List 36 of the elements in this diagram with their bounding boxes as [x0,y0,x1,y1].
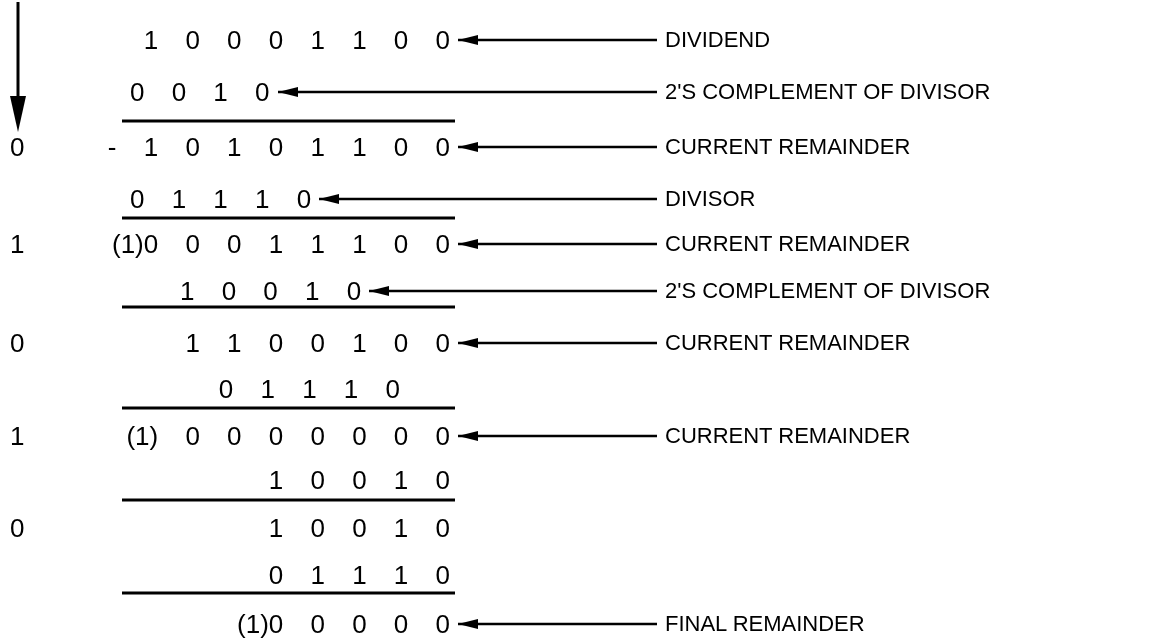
binary-number: 1 0 0 1 0 [268,464,450,497]
step-label: DIVIDEND [665,23,771,57]
step-label: DIVISOR [665,182,756,216]
arrow [369,286,657,296]
arrow [458,239,657,249]
step-label: FINAL REMAINDER [665,607,865,639]
binary-number: (1) 0 0 0 0 0 0 0 [126,422,450,450]
arrow [458,431,657,441]
arrow [458,338,657,348]
step-label: CURRENT REMAINDER [665,419,911,453]
step-label: CURRENT REMAINDER [665,326,911,360]
step-label: CURRENT REMAINDER [665,227,911,261]
binary-number: 0 0 1 0 [130,78,270,106]
step-label: 2'S COMPLEMENT OF DIVISOR [665,75,991,109]
arrow [319,194,657,204]
binary-number: (1)0 0 0 1 1 1 0 0 [111,230,450,258]
binary-number: 0 1 1 1 0 [268,559,450,592]
quotient-digit: 0 [10,512,25,545]
arrow [278,87,657,97]
quotient-digit: 0 [10,327,25,360]
step-label: 2'S COMPLEMENT OF DIVISOR [665,274,991,308]
binary-number: - 1 0 1 0 1 1 0 0 [107,133,450,161]
binary-number: 1 1 0 0 1 0 0 [185,329,450,357]
arrow [458,142,657,152]
binary-number: 1 0 0 1 0 [268,512,450,545]
binary-number: 0 1 1 1 0 [130,185,312,213]
quotient-digit: 1 [10,228,25,261]
quotient-digit: 1 [10,420,25,453]
binary-number: 1 0 0 0 1 1 0 0 [143,26,450,54]
binary-number: (1)0 0 0 0 0 [237,610,450,638]
step-label: CURRENT REMAINDER [665,130,911,164]
arrow [458,619,657,629]
quotient-digit: 0 [10,131,25,164]
binary-number: 0 1 1 1 0 [218,373,400,406]
arrow [458,35,657,45]
binary-number: 1 0 0 1 0 [180,277,362,305]
